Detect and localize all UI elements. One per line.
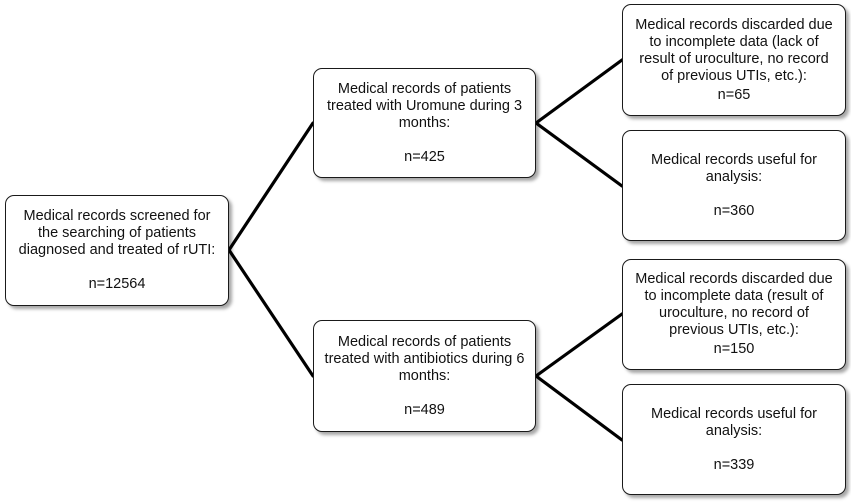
antibiotics-records-box: Medical records of patients treated with… [313,320,536,432]
connector-antibiotics-to-discarded [534,312,624,378]
connector-antibiotics-to-useful [534,374,624,442]
antibiotics-records-count: n=489 [404,401,445,418]
screened-records-label: Medical records screened for the searchi… [18,208,216,258]
antibiotics-discarded-label: Medical records discarded due to incompl… [635,271,833,338]
uromune-useful-box: Medical records useful for analysis: n=3… [622,130,846,241]
antibiotics-useful-box: Medical records useful for analysis: n=3… [622,384,846,495]
antibiotics-discarded-count: n=150 [713,341,755,357]
screened-records-box: Medical records screened for the searchi… [5,195,229,306]
connector-uromune-to-useful [534,121,624,188]
uromune-discarded-count: n=65 [717,86,751,103]
uromune-discarded-box: Medical records discarded due to incompl… [622,4,846,116]
connector-root-to-uromune [227,121,315,252]
uromune-records-label: Medical records of patients treated with… [326,80,523,131]
antibiotics-discarded-box: Medical records discarded due to incompl… [622,259,846,370]
antibiotics-useful-label: Medical records useful for analysis: [650,405,817,439]
uromune-useful-label: Medical records useful for analysis: [650,151,817,185]
uromune-records-box: Medical records of patients treated with… [313,68,536,178]
connector-uromune-to-discarded [534,58,624,125]
screened-records-count: n=12564 [88,276,146,292]
antibiotics-records-label: Medical records of patients treated with… [324,333,525,384]
uromune-records-count: n=425 [404,148,445,165]
connector-root-to-antibiotics [227,248,315,378]
uromune-useful-count: n=360 [713,202,755,219]
antibiotics-useful-count: n=339 [713,456,755,473]
uromune-discarded-label: Medical records discarded due to incompl… [635,16,833,84]
